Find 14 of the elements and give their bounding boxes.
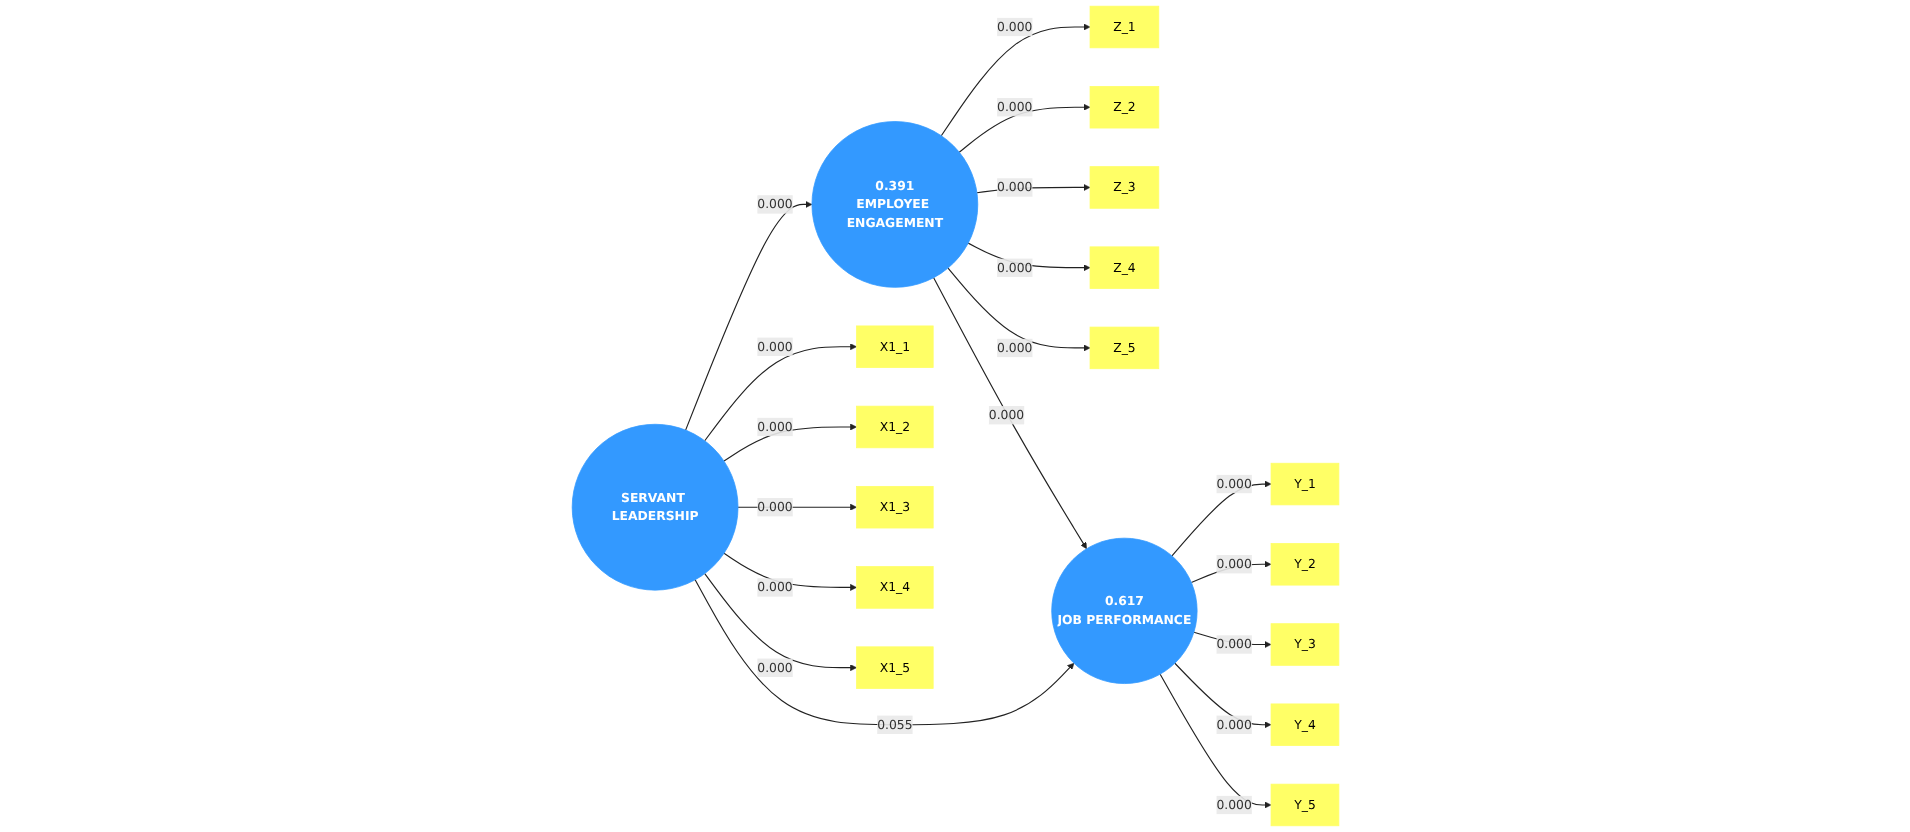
arrow (703, 343, 857, 442)
arrow (1159, 673, 1271, 809)
arrow (703, 573, 857, 672)
arrow (1173, 662, 1271, 729)
arrow (694, 579, 1074, 726)
arrow (722, 423, 857, 462)
arrow (946, 267, 1090, 352)
arrow (958, 103, 1090, 153)
arrow (932, 277, 1087, 550)
arrow (684, 201, 812, 431)
arrow (722, 552, 857, 591)
arrow (1170, 480, 1271, 557)
arrow (940, 23, 1090, 137)
arrow (967, 242, 1090, 272)
